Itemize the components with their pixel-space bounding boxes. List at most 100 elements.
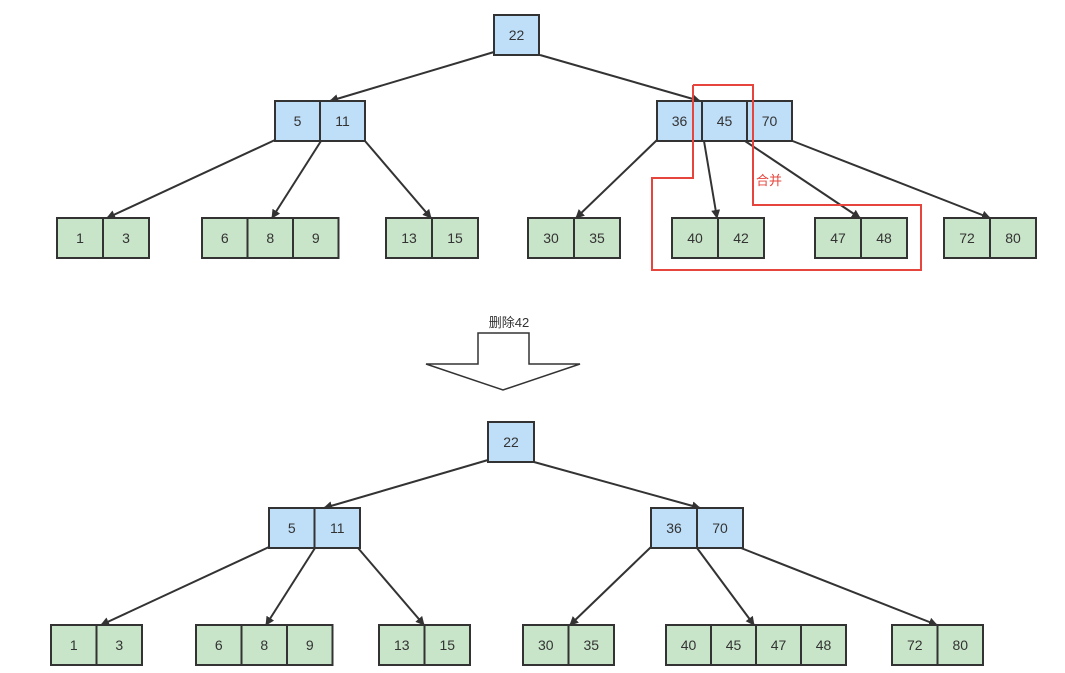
- root-node: 22: [487, 421, 535, 463]
- key-cell: [240, 624, 288, 666]
- key-label: 15: [439, 637, 455, 653]
- leaf-node: 13 15: [378, 624, 471, 666]
- key-cell: [943, 217, 991, 259]
- key-label: 13: [394, 637, 410, 653]
- edge-arrow: [323, 459, 489, 511]
- edge-arrow: [329, 51, 495, 103]
- key-label: 1: [70, 637, 78, 653]
- key-cell: [710, 624, 757, 666]
- key-label: 11: [330, 520, 345, 536]
- internal-node: 36 45 70: [656, 100, 793, 142]
- key-label: 47: [830, 230, 846, 246]
- key-label: 9: [306, 637, 314, 653]
- edge-arrow: [100, 546, 270, 626]
- key-label: 22: [503, 434, 519, 450]
- key-cell: [665, 624, 712, 666]
- key-cell: [527, 217, 575, 259]
- key-label: 80: [1005, 230, 1021, 246]
- key-cell: [268, 507, 316, 549]
- leaf-node: 30 35: [522, 624, 615, 666]
- key-label: 15: [447, 230, 463, 246]
- key-cell: [860, 217, 908, 259]
- key-label: 5: [288, 520, 296, 536]
- key-label: 48: [816, 637, 832, 653]
- edge-arrow: [539, 54, 701, 104]
- edge-arrow: [106, 139, 276, 219]
- leaf-node: 47 48: [814, 217, 908, 259]
- key-cell: [487, 421, 535, 463]
- operation-label: 删除42: [489, 315, 529, 330]
- key-label: 70: [762, 113, 778, 129]
- key-label: 36: [672, 113, 688, 129]
- key-label: 6: [221, 230, 229, 246]
- edge-arrow: [265, 547, 316, 626]
- key-cell: [313, 507, 361, 549]
- edge-arrow: [740, 547, 938, 627]
- key-label: 47: [771, 637, 787, 653]
- key-label: 5: [294, 113, 302, 129]
- edges-layer: [100, 51, 991, 627]
- key-cell: [319, 100, 366, 142]
- key-label: 3: [115, 637, 123, 653]
- key-label: 45: [717, 113, 733, 129]
- edge-arrow: [533, 461, 701, 511]
- internal-node: 5 11: [268, 507, 361, 549]
- key-cell: [292, 217, 340, 259]
- key-cell: [814, 217, 862, 259]
- key-cell: [696, 507, 744, 549]
- key-label: 35: [589, 230, 605, 246]
- key-cell: [493, 14, 540, 56]
- edge-arrow: [789, 139, 991, 220]
- key-cell: [378, 624, 426, 666]
- key-label: 8: [266, 230, 274, 246]
- key-cell: [755, 624, 802, 666]
- key-label: 11: [335, 113, 350, 129]
- key-label: 72: [959, 230, 975, 246]
- key-label: 9: [312, 230, 320, 246]
- key-label: 30: [538, 637, 554, 653]
- internal-node: 5 11: [274, 100, 366, 142]
- down-arrow-icon: [425, 332, 581, 391]
- key-label: 6: [215, 637, 223, 653]
- leaf-node: 13 15: [385, 217, 479, 259]
- key-label: 45: [726, 637, 742, 653]
- edge-arrow: [271, 140, 322, 219]
- key-label: 3: [122, 230, 130, 246]
- key-label: 48: [876, 230, 892, 246]
- edge-arrow: [575, 139, 658, 219]
- edge-arrow: [696, 547, 755, 626]
- key-label: 42: [733, 230, 749, 246]
- key-cell: [286, 624, 334, 666]
- key-label: 36: [666, 520, 682, 536]
- key-label: 80: [952, 637, 968, 653]
- key-label: 22: [509, 27, 525, 43]
- key-label: 1: [76, 230, 84, 246]
- key-cell: [201, 217, 249, 259]
- key-cell: [800, 624, 847, 666]
- leaf-node: 40 45 47 48: [665, 624, 847, 666]
- edge-arrow: [364, 140, 432, 219]
- key-label: 72: [907, 637, 923, 653]
- edge-arrow: [357, 547, 425, 626]
- key-label: 13: [401, 230, 417, 246]
- key-cell: [746, 100, 793, 142]
- key-cell: [717, 217, 765, 259]
- merge-highlight-outline: [651, 84, 922, 271]
- key-label: 40: [681, 637, 697, 653]
- merge-label: 合并: [756, 173, 782, 188]
- edge-arrow: [703, 140, 721, 219]
- key-cell: [274, 100, 321, 142]
- key-label: 35: [583, 637, 599, 653]
- leaf-node: 72 80: [891, 624, 984, 666]
- key-cell: [567, 624, 615, 666]
- key-cell: [102, 217, 150, 259]
- edge-arrow: [569, 546, 652, 626]
